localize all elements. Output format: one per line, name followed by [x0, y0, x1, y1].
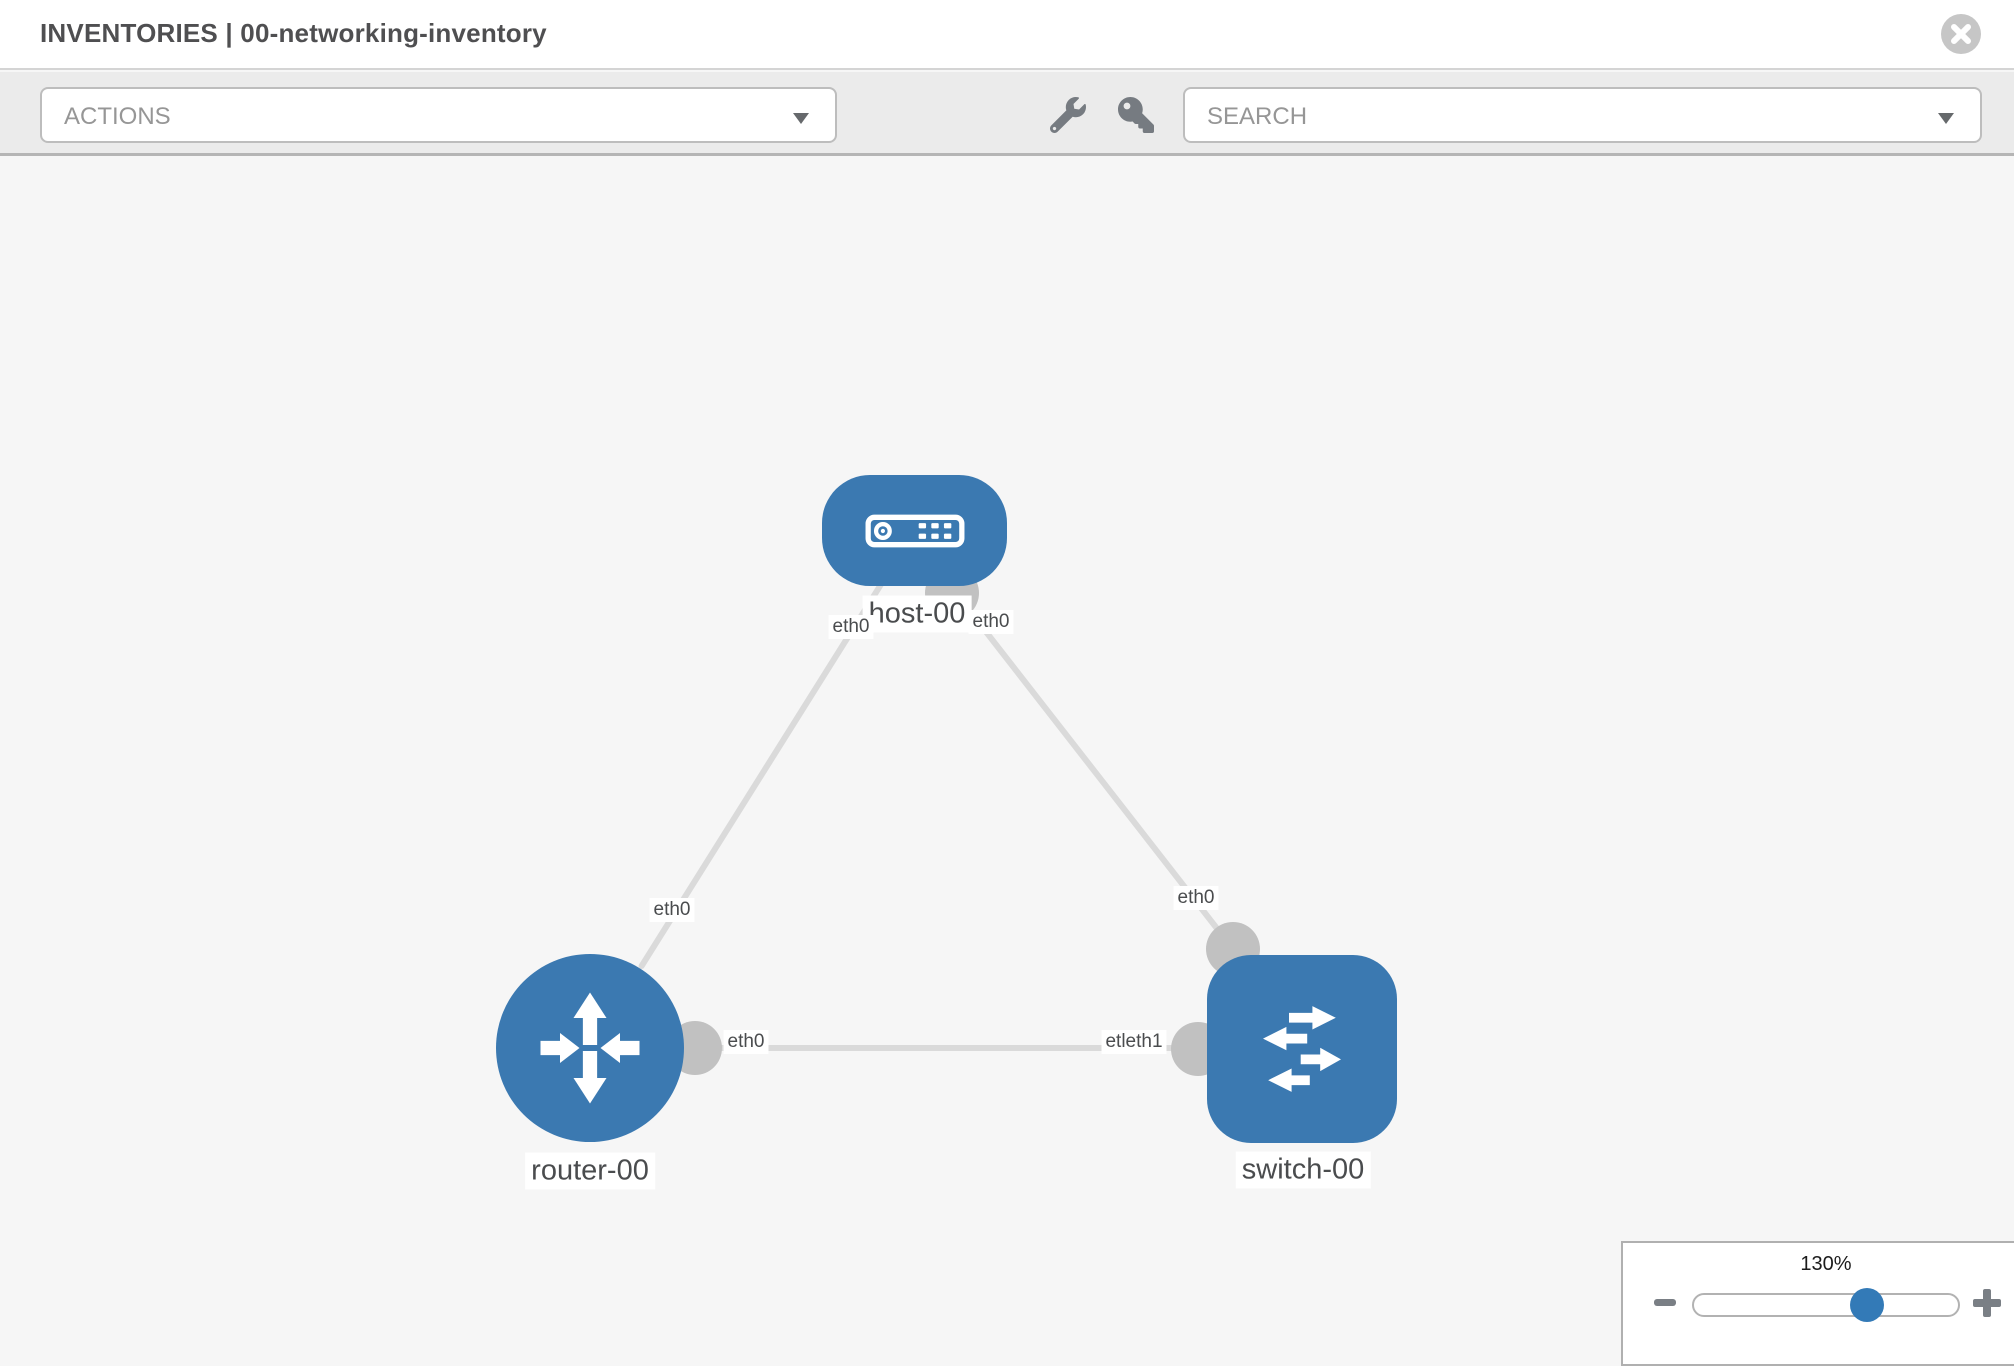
node-label-router: router-00	[525, 1152, 655, 1190]
chevron-down-icon	[1938, 113, 1954, 124]
search-dropdown[interactable]: SEARCH	[1183, 87, 1982, 143]
interface-label-router-eth0: eth0	[649, 898, 695, 922]
node-host-00[interactable]	[822, 475, 1007, 586]
interface-label-host-eth0: eth0	[828, 615, 874, 639]
interface-label-switch-eth1: etleth1	[1101, 1030, 1167, 1054]
actions-dropdown-label: ACTIONS	[64, 103, 171, 130]
close-icon[interactable]	[1941, 14, 1981, 54]
zoom-slider[interactable]	[1692, 1288, 1960, 1322]
interface-label-router-eth0b: eth0	[723, 1030, 769, 1054]
host-icon	[865, 514, 965, 548]
key-icon[interactable]	[1118, 97, 1154, 133]
zoom-panel: 130%	[1621, 1241, 2014, 1366]
chevron-down-icon	[793, 113, 809, 124]
node-label-switch: switch-00	[1235, 1151, 1371, 1189]
zoom-slider-thumb[interactable]	[1850, 1288, 1884, 1322]
router-icon	[515, 973, 665, 1123]
header: INVENTORIES | 00-networking-inventory	[0, 0, 2014, 70]
wrench-icon[interactable]	[1049, 97, 1086, 134]
interface-label-switch-eth0: eth0	[1173, 886, 1219, 910]
zoom-in-button[interactable]	[1973, 1289, 2001, 1317]
page-title: INVENTORIES | 00-networking-inventory	[40, 18, 547, 48]
zoom-out-button[interactable]	[1654, 1299, 1676, 1306]
zoom-level: 130%	[1800, 1253, 1852, 1275]
search-placeholder: SEARCH	[1207, 103, 1308, 130]
edge-router-switch[interactable]	[620, 1045, 1210, 1051]
topology-layer: host-00 router-00 switch-00 eth0 eth0 et…	[0, 158, 2014, 1200]
actions-dropdown[interactable]: ACTIONS	[40, 87, 837, 143]
toolbar: ACTIONS SEARCH	[0, 72, 2014, 156]
node-switch-00[interactable]	[1207, 955, 1397, 1143]
interface-label-host-eth0b: eth0	[968, 610, 1014, 634]
node-router-00[interactable]	[496, 954, 684, 1142]
node-label-host: host-00	[862, 595, 972, 633]
topology-canvas[interactable]: host-00 router-00 switch-00 eth0 eth0 et…	[0, 158, 2014, 1366]
switch-icon	[1237, 984, 1367, 1114]
